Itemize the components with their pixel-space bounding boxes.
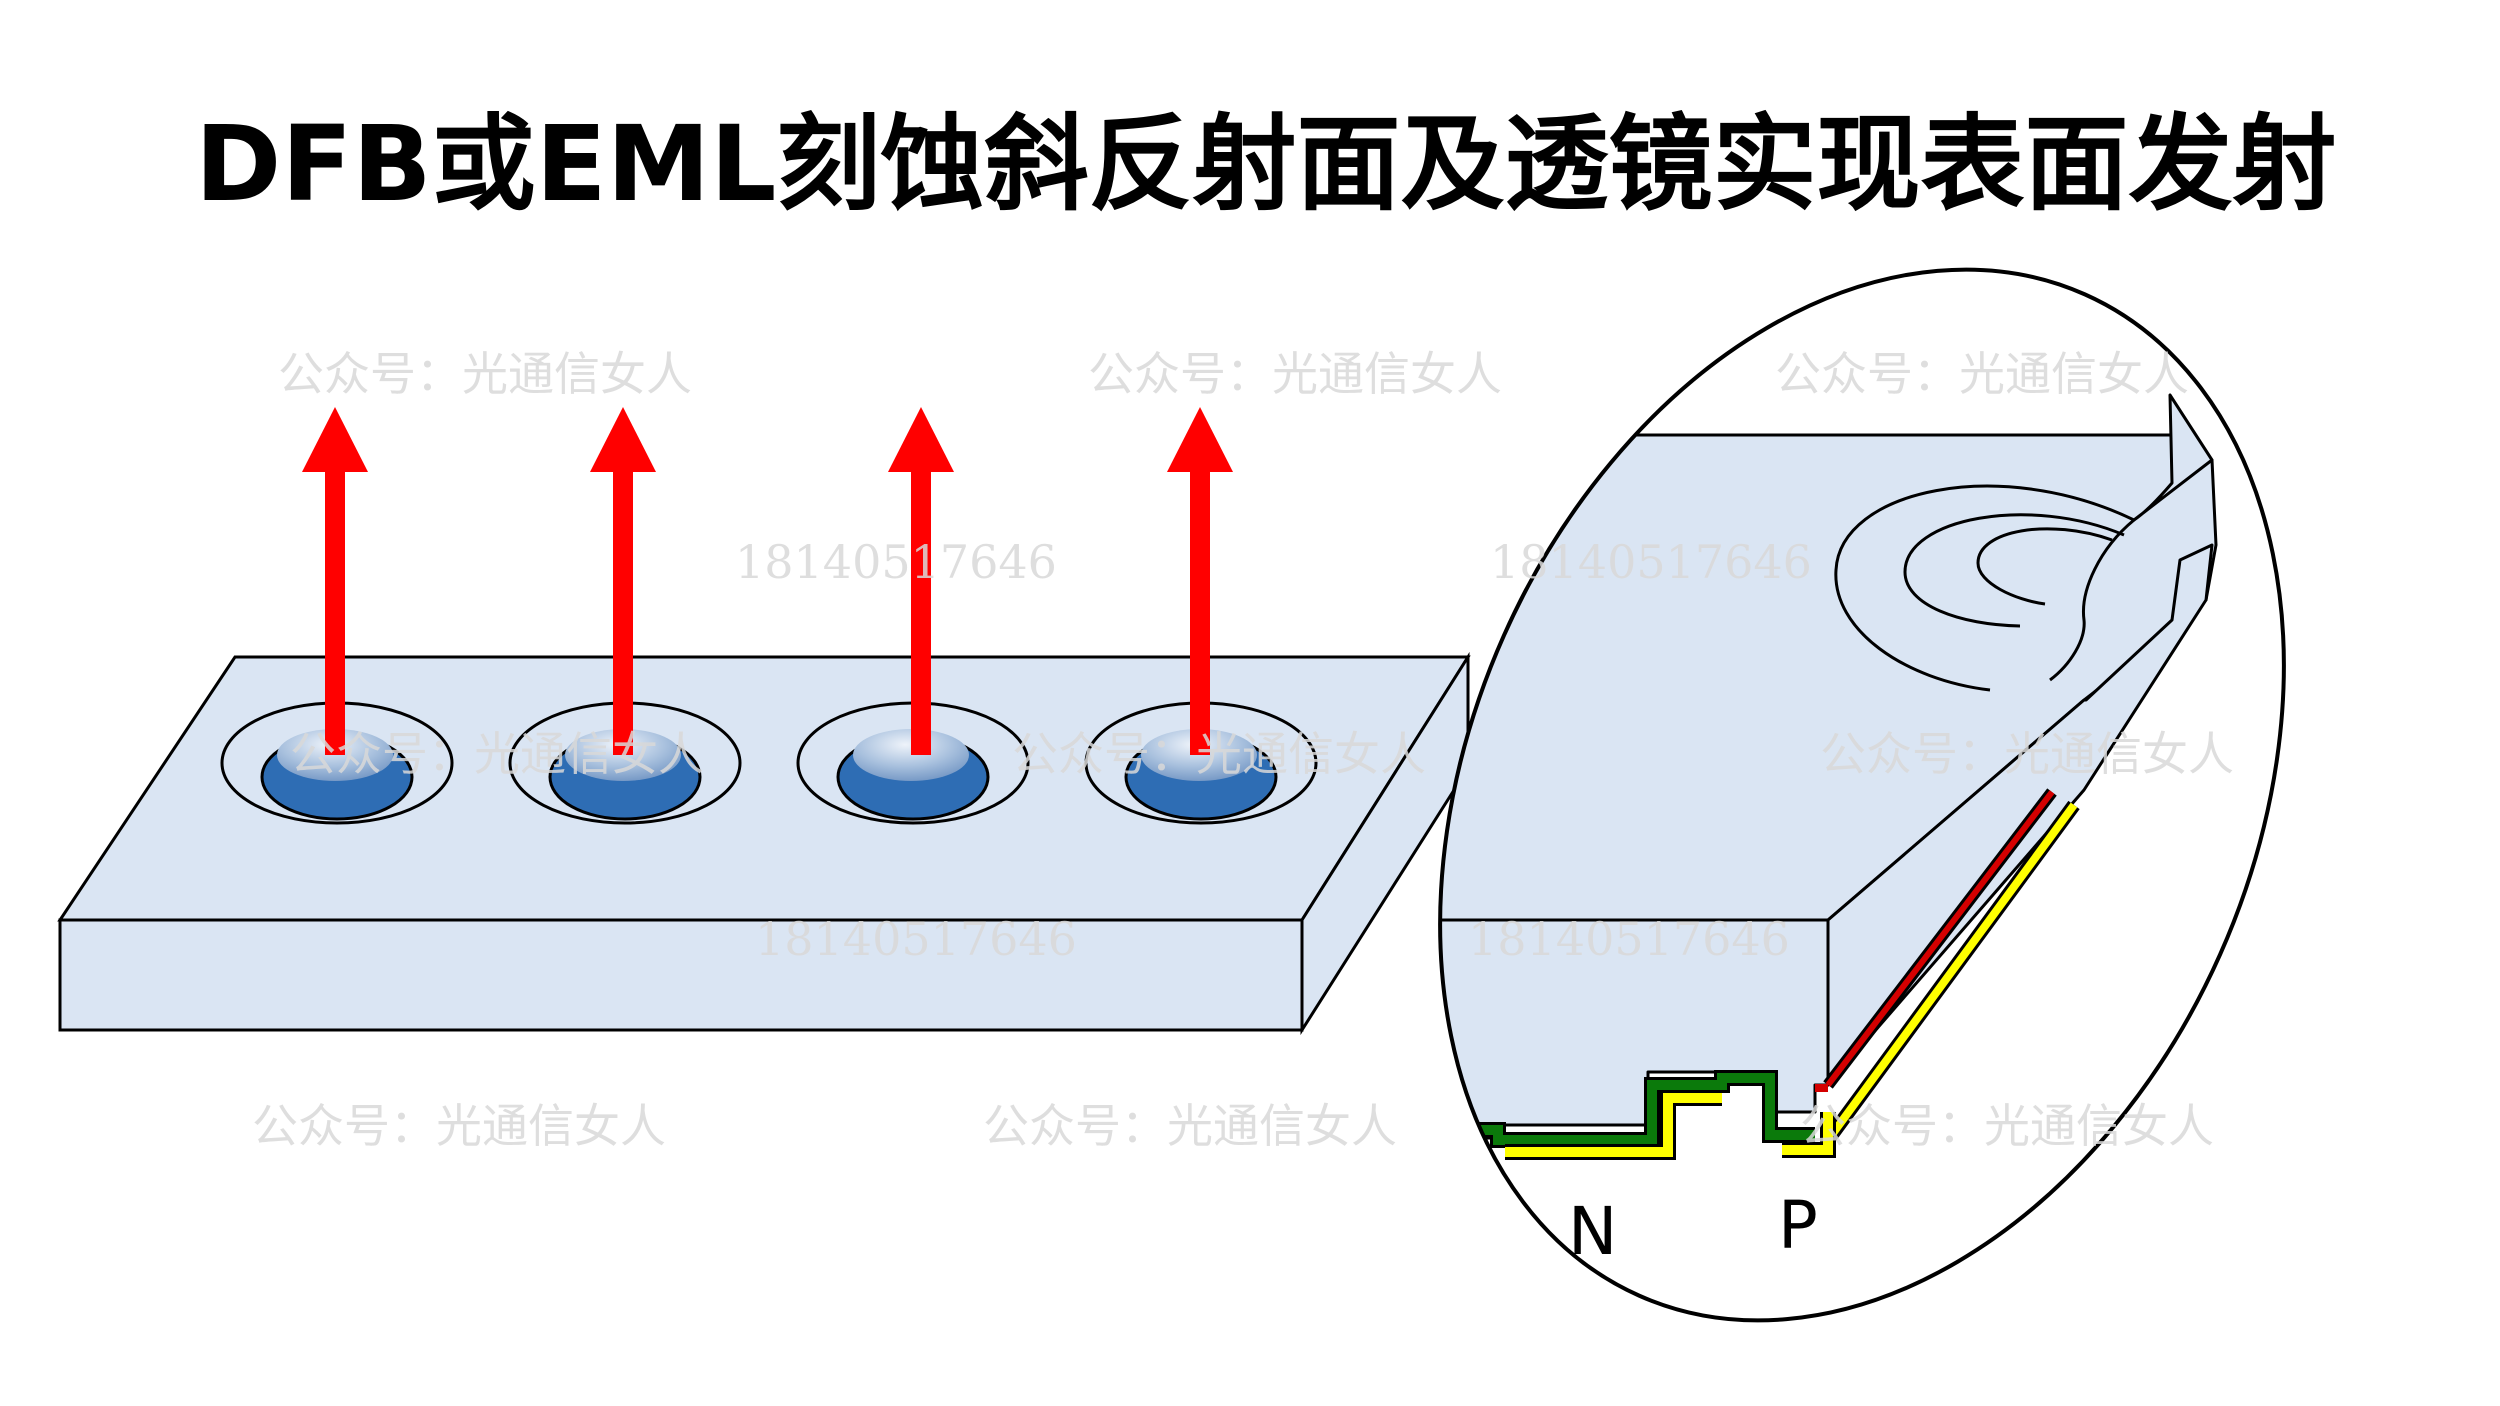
chip-array bbox=[57, 407, 1471, 1036]
p-metal-yellow-fill bbox=[1782, 1112, 1833, 1155]
emission-arrow-2 bbox=[590, 407, 656, 755]
watermark-account: 公众号：光通信女人 bbox=[1012, 727, 1426, 781]
n-metal-yellow-fill bbox=[1505, 1093, 1722, 1157]
zoom-ellipse-outline bbox=[1438, 267, 2286, 1323]
mirror-curve bbox=[2049, 518, 2135, 682]
watermark-account: 公众号：光通信女人 bbox=[1800, 1099, 2214, 1153]
watermark-account: 公众号：光通信女人 bbox=[983, 1099, 1397, 1153]
watermark-phone: 18140517646 bbox=[1490, 535, 1812, 589]
watermark-account: 公众号：光通信女人 bbox=[1088, 347, 1502, 401]
lens-outer-ring bbox=[1834, 484, 2135, 692]
watermark-phone: 18140517646 bbox=[735, 535, 1057, 589]
red-layer-stripe-fill bbox=[1825, 790, 2055, 1087]
lens-inner-ring bbox=[1976, 527, 2113, 606]
n-contact-green-layer-fill bbox=[1390, 1073, 1815, 1145]
watermark-phone: 18140517646 bbox=[1468, 912, 1790, 966]
slide-title: DFB或EML刻蚀斜反射面及透镜实现表面发射 bbox=[195, 103, 2336, 225]
watermark-account: 公众号：光通信女人 bbox=[278, 347, 692, 401]
zoom-view: N P bbox=[1370, 267, 2286, 1323]
etched-mirror-surface bbox=[2132, 393, 2214, 522]
watermark-account: 公众号：光通信女人 bbox=[1820, 727, 2234, 781]
watermark-account: 公众号：光通信女人 bbox=[290, 727, 704, 781]
emission-arrow-3 bbox=[888, 407, 954, 755]
n-label: N bbox=[1568, 1193, 1617, 1270]
p-label: P bbox=[1778, 1187, 1818, 1264]
watermark-phone: 18140517646 bbox=[755, 912, 1077, 966]
emission-arrow-1 bbox=[302, 407, 368, 755]
chip-front-face bbox=[58, 918, 1304, 1032]
watermark-account: 公众号：光通信女人 bbox=[1775, 347, 2189, 401]
watermarks: 公众号：光通信女人 公众号：光通信女人 公众号：光通信女人 1814051764… bbox=[252, 347, 2234, 1153]
emitter-4 bbox=[1084, 701, 1318, 825]
yellow-p-metal-stripe-fill bbox=[1824, 802, 2078, 1143]
lens-middle-ring bbox=[1903, 513, 2125, 628]
watermark-account: 公众号：光通信女人 bbox=[252, 1099, 666, 1153]
emission-arrow-4 bbox=[1167, 407, 1233, 755]
